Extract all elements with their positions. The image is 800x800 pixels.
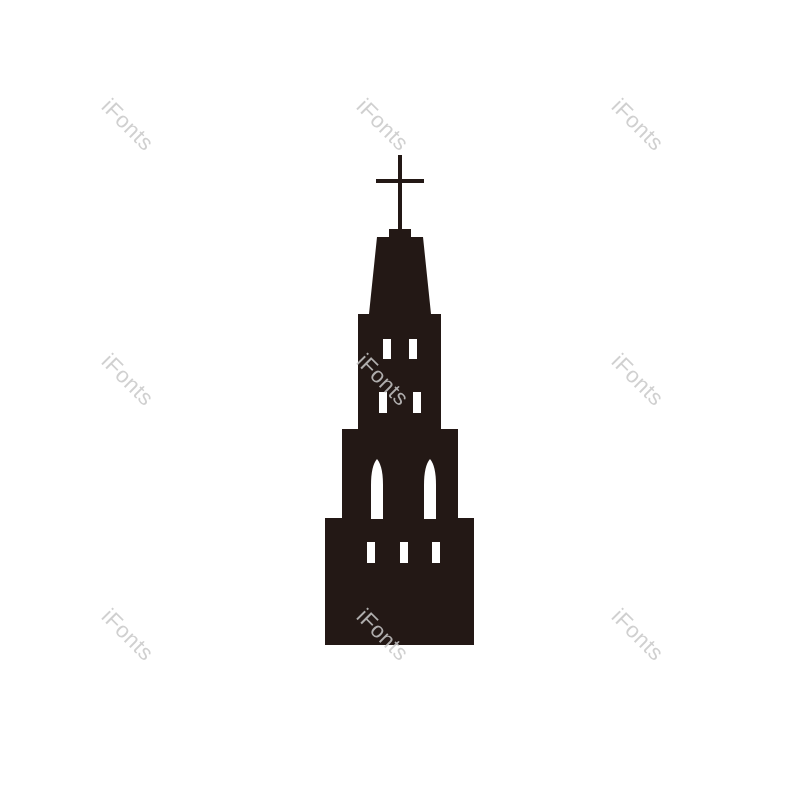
window [383, 339, 391, 359]
cross-vertical-bar [398, 155, 402, 230]
arched-window [371, 459, 383, 519]
window [379, 392, 387, 413]
middle-level [342, 429, 458, 519]
spire [369, 237, 431, 314]
window [400, 542, 408, 563]
window [432, 542, 440, 563]
base-level [325, 518, 474, 645]
arched-window [424, 459, 436, 519]
window [409, 339, 417, 359]
windows [367, 339, 440, 563]
window [413, 392, 421, 413]
belfry-level [358, 314, 441, 430]
spire-cap [389, 229, 411, 238]
cross-horizontal-bar [376, 179, 424, 183]
window [367, 542, 375, 563]
tower-silhouette [325, 155, 474, 645]
